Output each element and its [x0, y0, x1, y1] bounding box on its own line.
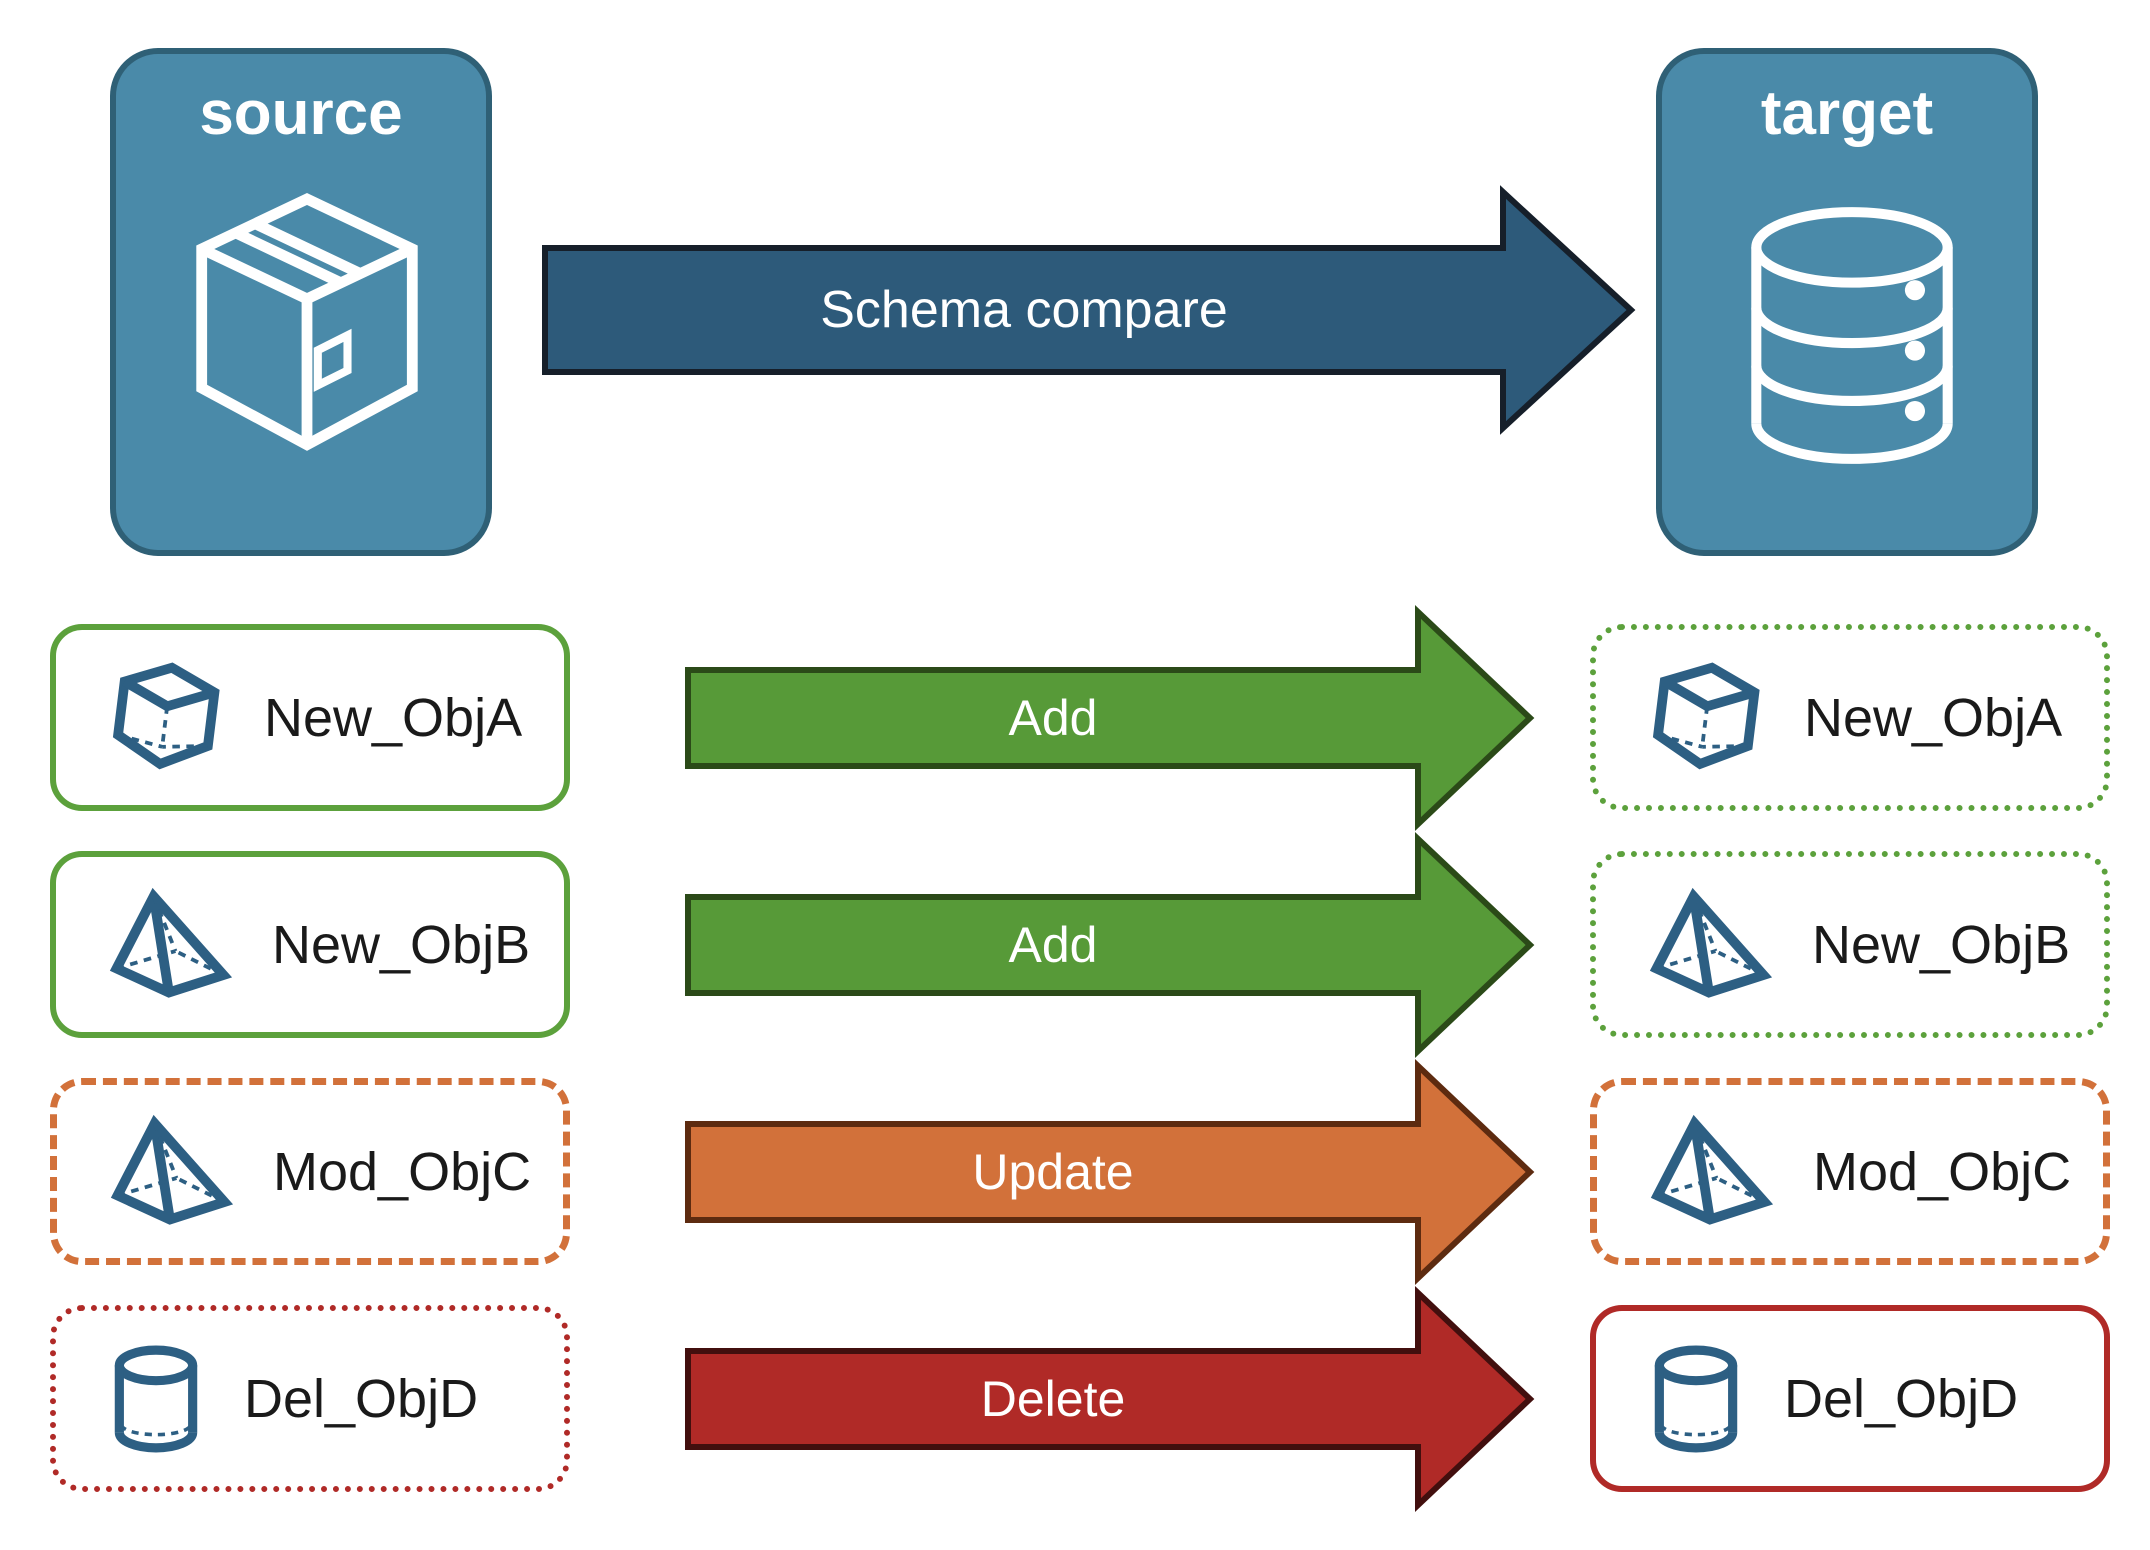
pyramid-icon [1650, 1114, 1774, 1226]
database-icon [1737, 197, 1967, 474]
source-box-new-objb: New_ObjB [50, 851, 570, 1038]
update-arrow-label: Update [972, 1144, 1134, 1200]
object-label: Mod_ObjC [1813, 1141, 2072, 1202]
delete-arrow: Delete [685, 1286, 1535, 1512]
schema-compare-arrow-label: Schema compare [820, 281, 1228, 339]
source-card: source [110, 48, 492, 556]
schema-compare-arrow-shape [542, 185, 1636, 435]
source-box-del-objd: Del_ObjD [50, 1305, 570, 1492]
object-label: Del_ObjD [244, 1368, 479, 1429]
target-box-new-obja: New_ObjA [1590, 624, 2110, 811]
schema-compare-arrow: Schema compare [542, 185, 1636, 435]
add-arrow-1: Add [685, 605, 1535, 831]
object-label: New_ObjA [264, 687, 523, 748]
cylinder-icon [1650, 1343, 1742, 1455]
cube-icon [1650, 662, 1762, 774]
pyramid-icon [1649, 887, 1773, 999]
object-label: Del_ObjD [1784, 1368, 2019, 1429]
source-box-mod-objc: Mod_ObjC [50, 1078, 570, 1265]
cube-icon [110, 662, 222, 774]
update-arrow-shape [685, 1059, 1535, 1285]
target-box-del-objd: Del_ObjD [1590, 1305, 2110, 1492]
add-arrow-label: Add [1008, 690, 1098, 746]
add-arrow-2: Add [685, 832, 1535, 1058]
add-arrow-label: Add [1008, 917, 1098, 973]
object-label: New_ObjB [1812, 914, 2071, 975]
package-box-icon [172, 184, 442, 484]
object-label: New_ObjA [1804, 687, 2063, 748]
delete-arrow-shape [685, 1286, 1535, 1512]
source-card-title: source [199, 79, 403, 148]
target-card-title: target [1760, 79, 1934, 148]
pyramid-icon [110, 1114, 234, 1226]
target-box-new-objb: New_ObjB [1590, 851, 2110, 1038]
object-label: Mod_ObjC [273, 1141, 532, 1202]
delete-arrow-label: Delete [980, 1371, 1126, 1427]
target-card: target [1656, 48, 2038, 556]
target-box-mod-objc: Mod_ObjC [1590, 1078, 2110, 1265]
cylinder-icon [110, 1343, 202, 1455]
source-box-new-obja: New_ObjA [50, 624, 570, 811]
object-label: New_ObjB [272, 914, 531, 975]
add-arrow-shape [685, 605, 1535, 831]
update-arrow: Update [685, 1059, 1535, 1285]
pyramid-icon [109, 887, 233, 999]
add-arrow-shape [685, 832, 1535, 1058]
